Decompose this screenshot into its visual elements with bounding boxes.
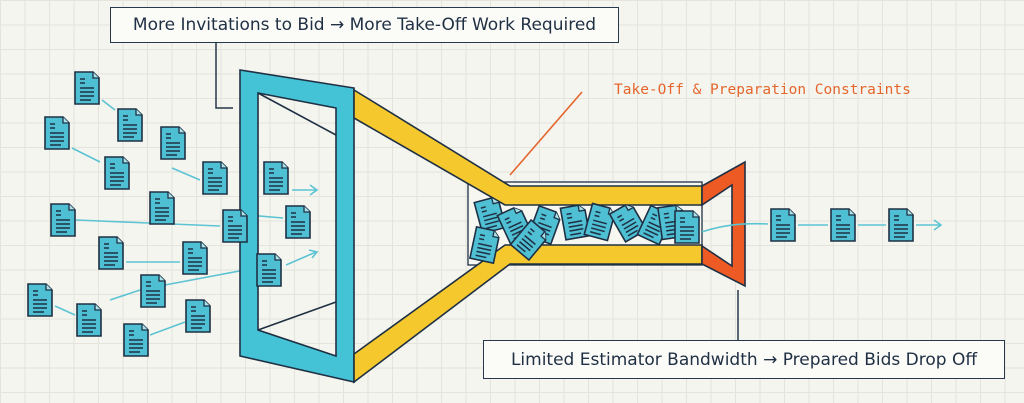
bottleneck-valve [701,160,746,288]
constraint-callout-line [509,91,583,176]
output-document-icon [888,208,914,242]
incoming-arrows [285,184,319,266]
output-flow [701,219,943,233]
document-icon [27,283,53,317]
document-icon [140,274,166,308]
top-callout-line [215,42,233,109]
document-icon [160,126,186,160]
flow-lines [54,99,284,336]
document-icon [202,161,228,195]
output-document-icon [830,208,856,242]
constraint-callout-label: Take-Off & Preparation Constraints [614,82,911,98]
document-icon [185,299,211,333]
document-icon [117,108,143,142]
document-icon [76,303,102,337]
document-icon [182,241,208,275]
document-icon [674,210,700,244]
document-icon [50,203,76,237]
document-icon [285,205,311,239]
document-icon [123,323,149,357]
document-icon [44,116,70,150]
document-icon [256,253,282,287]
top-callout-label: More Invitations to Bid → More Take-Off … [110,7,619,43]
document-icon [74,71,100,105]
output-document-icon [770,208,796,242]
document-icon [149,191,175,225]
document-icon [98,236,124,270]
document-icon [263,161,289,195]
bottom-callout-label: Limited Estimator Bandwidth → Prepared B… [483,340,1005,379]
document-icon [104,156,130,190]
document-icon [222,209,248,243]
